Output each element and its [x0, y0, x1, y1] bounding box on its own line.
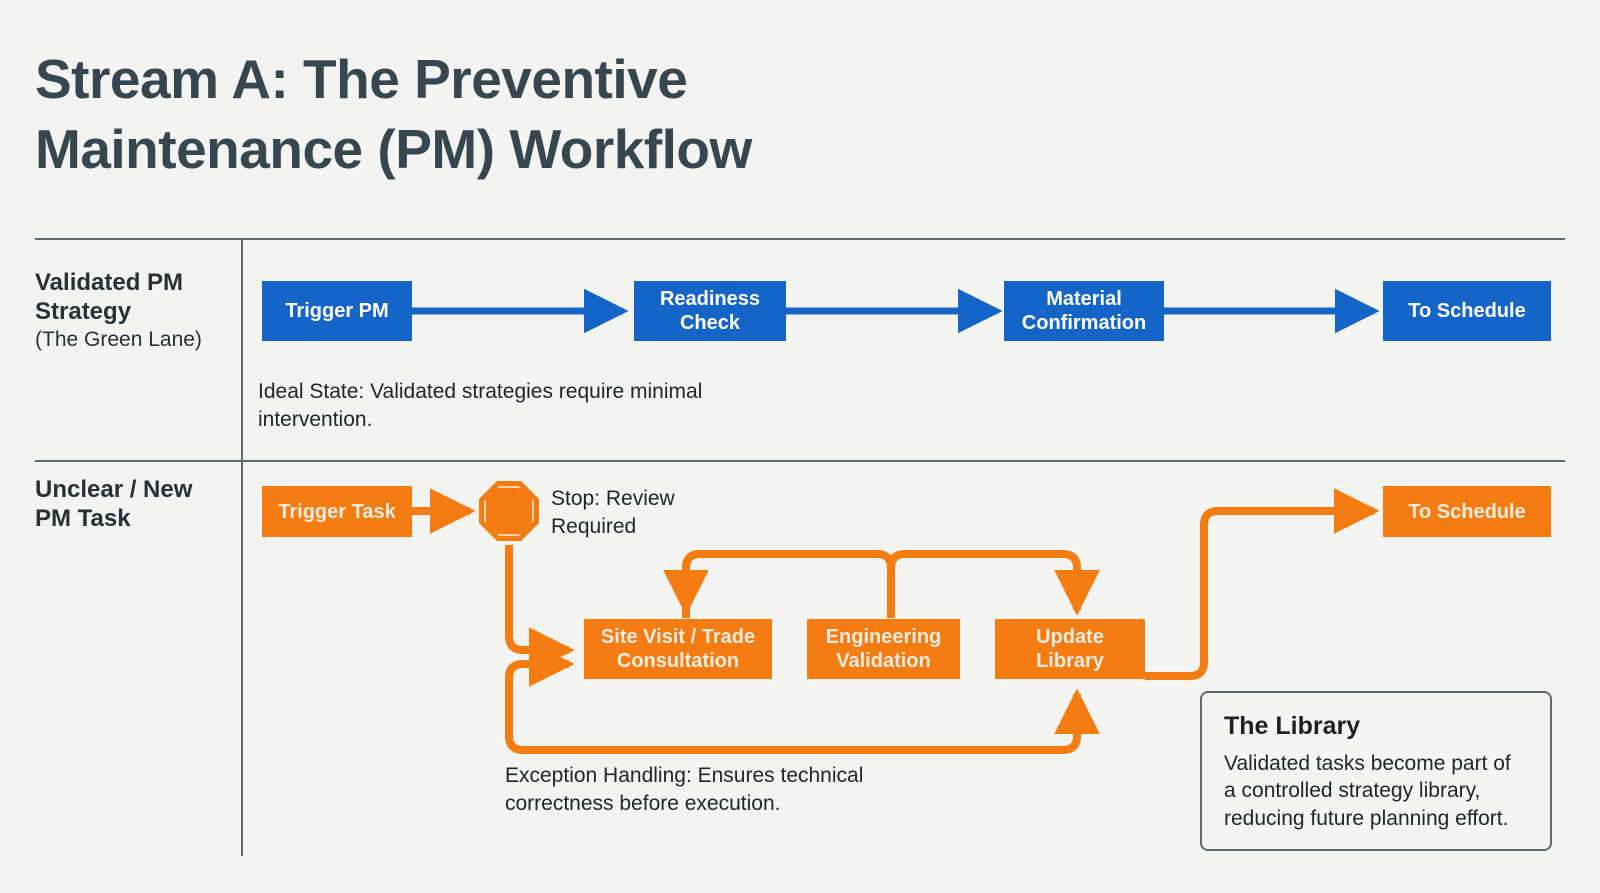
- node-engineering-validation[interactable]: Engineering Validation: [807, 619, 960, 679]
- node-label: Trigger PM: [285, 300, 389, 322]
- node-to-schedule-orange[interactable]: To Schedule: [1383, 486, 1551, 537]
- node-to-schedule-blue[interactable]: To Schedule: [1383, 281, 1551, 341]
- node-update-library[interactable]: Update Library: [995, 619, 1145, 679]
- stop-review-octagon-icon[interactable]: [479, 481, 539, 541]
- caption-line-2: correctness before execution.: [505, 791, 781, 815]
- node-material-confirmation[interactable]: Material Confirmation: [1004, 281, 1164, 341]
- lane-divider-middle: [35, 460, 1565, 462]
- library-callout-title: The Library: [1224, 712, 1361, 740]
- node-readiness-check[interactable]: Readiness Check: [634, 281, 786, 341]
- stop-octagon-inner-outline: [484, 486, 534, 536]
- node-trigger-task[interactable]: Trigger Task: [262, 486, 412, 537]
- page-title: Stream A: The Preventive Maintenance (PM…: [35, 44, 1035, 185]
- page-title-line-1: Stream A: The Preventive: [35, 48, 688, 110]
- lane-label-unclear-new-pm-task: Unclear / New PM Task: [35, 475, 235, 534]
- node-site-visit-trade-consultation[interactable]: Site Visit / Trade Consultation: [584, 619, 772, 679]
- lane-label-line-2: PM Task: [35, 505, 131, 533]
- caption-line-1: Ideal State: Validated strategies requir…: [258, 380, 703, 403]
- stop-label-line-2: Required: [551, 514, 637, 538]
- node-label-line-2: Check: [679, 312, 741, 334]
- node-label-line-1: Update: [1036, 626, 1104, 648]
- caption-ideal-state: Ideal State: Validated strategies requir…: [258, 378, 778, 433]
- node-label: To Schedule: [1408, 300, 1526, 322]
- node-label-line-1: Material: [1046, 288, 1122, 310]
- caption-exception-handling: Exception Handling: Ensures technical co…: [505, 762, 925, 817]
- library-callout-body: Validated tasks become part of a control…: [1224, 750, 1530, 832]
- lane-label-divider: [241, 238, 243, 856]
- node-trigger-pm[interactable]: Trigger PM: [262, 281, 412, 341]
- node-label-line-2: Consultation: [616, 650, 740, 672]
- library-body-line-3: reducing future planning effort.: [1224, 806, 1509, 830]
- node-label-line-2: Library: [1036, 650, 1104, 672]
- caption-line-2: intervention.: [258, 407, 373, 431]
- library-body-line-2: a controlled strategy library,: [1224, 779, 1481, 803]
- lane-label-validated-pm-strategy: Validated PM Strategy (The Green Lane): [35, 268, 235, 353]
- lane-label-line-1: Unclear / New: [35, 476, 193, 503]
- node-label-line-2: Validation: [836, 650, 931, 672]
- stop-label-line-1: Stop: Review: [551, 487, 675, 510]
- library-callout: The Library Validated tasks become part …: [1200, 691, 1552, 851]
- label-stop-review-required: Stop: Review Required: [551, 485, 741, 540]
- lane-divider-top: [35, 238, 1565, 240]
- node-label-line-1: Site Visit / Trade: [600, 626, 756, 648]
- caption-line-1: Exception Handling: Ensures technical: [505, 764, 864, 787]
- page-title-line-2: Maintenance (PM) Workflow: [35, 118, 752, 181]
- library-body-line-1: Validated tasks become part of: [1224, 752, 1511, 775]
- node-label: To Schedule: [1408, 500, 1526, 523]
- node-label-line-1: Readiness: [659, 288, 761, 310]
- node-label: Trigger Task: [278, 500, 396, 523]
- lane-label-line-2: Strategy: [35, 298, 132, 326]
- lane-label-line-1: Validated PM: [35, 269, 184, 296]
- node-label-line-2: Confirmation: [1021, 312, 1147, 334]
- node-label-line-1: Engineering: [825, 626, 942, 648]
- lane-label-sublabel: (The Green Lane): [35, 327, 202, 351]
